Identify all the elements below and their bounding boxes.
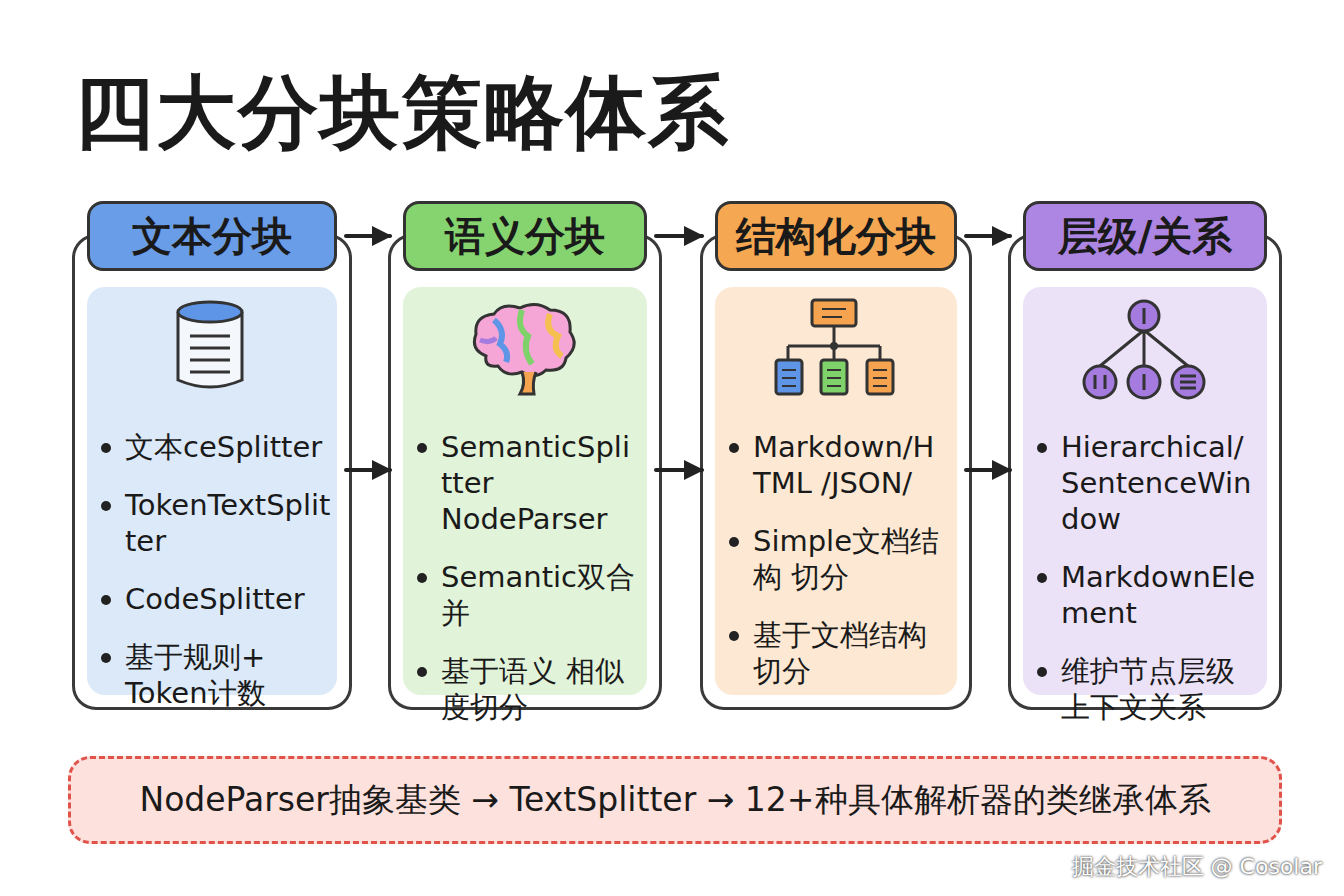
bullet-item: TokenTextSplitter (99, 487, 331, 559)
bullet-item: Markdown/HTML /JSON/ (727, 429, 951, 501)
bullet-dot (417, 667, 427, 677)
bullet-text: 基于语义 相似度切分 (441, 654, 624, 724)
bullet-text: CodeSplitter (125, 582, 305, 616)
bullet-item: 文本ceSplitter (99, 429, 331, 465)
bullet-dot (101, 443, 111, 453)
brain-icon (466, 300, 582, 396)
flow-arrow (346, 468, 390, 472)
bullet-item: 基于文档结构 切分 (727, 617, 951, 689)
bullet-dot (101, 595, 111, 605)
column-header: 文本分块 (87, 201, 337, 271)
bullet-dot (1037, 443, 1047, 453)
bullet-text: Simple文档结构 切分 (753, 524, 939, 594)
bullet-text: SemanticSplitter NodeParser (441, 430, 630, 536)
bullet-item: Simple文档结构 切分 (727, 523, 951, 595)
bullet-dot (1037, 667, 1047, 677)
header-text: 层级/关系 (1058, 209, 1233, 264)
tree-icon (1080, 296, 1208, 404)
diagram-title: 四大分块策略体系 (74, 60, 730, 168)
database-icon (170, 298, 250, 394)
flow-arrow (346, 234, 390, 238)
bullet-text: 基于文档结构 切分 (753, 618, 927, 688)
bullet-text: 维护节点层级 上下文关系 (1061, 654, 1235, 724)
bullet-item: 维护节点层级 上下文关系 (1035, 653, 1261, 725)
bullet-text: Markdown/HTML /JSON/ (753, 430, 934, 500)
flow-arrow (656, 234, 702, 238)
column-header: 语义分块 (403, 201, 647, 271)
bullet-dot (101, 653, 111, 663)
flow-arrow (656, 468, 702, 472)
bullet-dot (729, 631, 739, 641)
bullet-item: CodeSplitter (99, 581, 331, 617)
column-header: 结构化分块 (715, 201, 957, 271)
band-text: NodeParser抽象基类 → TextSplitter → 12+种具体解析… (139, 778, 1210, 823)
watermark-label: 掘金技术社区 @ Cosolar (1072, 852, 1322, 882)
bullet-item: MarkdownElement (1035, 559, 1261, 631)
bullet-dot (417, 443, 427, 453)
bullet-item: 基于语义 相似度切分 (415, 653, 641, 725)
flow-arrow (966, 468, 1010, 472)
bullet-text: TokenTextSplitter (125, 488, 330, 558)
header-text: 文本分块 (132, 209, 292, 264)
bullet-text: MarkdownElement (1061, 560, 1255, 630)
bullet-item: 基于规则+ Token计数 (99, 639, 331, 711)
bullet-dot (729, 443, 739, 453)
bullet-text: Semantic双合并 (441, 560, 635, 630)
bullet-dot (417, 573, 427, 583)
inheritance-band: NodeParser抽象基类 → TextSplitter → 12+种具体解析… (68, 756, 1282, 844)
bullet-item: SemanticSplitter NodeParser (415, 429, 641, 537)
column-header: 层级/关系 (1023, 201, 1267, 271)
header-text: 结构化分块 (736, 209, 936, 264)
bullet-dot (101, 501, 111, 511)
bullet-item: Hierarchical/ SentenceWindow (1035, 429, 1261, 537)
org-chart-icon (772, 296, 896, 400)
bullet-dot (1037, 573, 1047, 583)
bullet-text: 基于规则+ Token计数 (125, 640, 266, 710)
bullet-item: Semantic双合并 (415, 559, 641, 631)
flow-arrow (966, 234, 1010, 238)
header-text: 语义分块 (445, 209, 605, 264)
bullet-text: 文本ceSplitter (125, 430, 322, 464)
bullet-text: Hierarchical/ SentenceWindow (1061, 430, 1251, 536)
bullet-dot (729, 537, 739, 547)
